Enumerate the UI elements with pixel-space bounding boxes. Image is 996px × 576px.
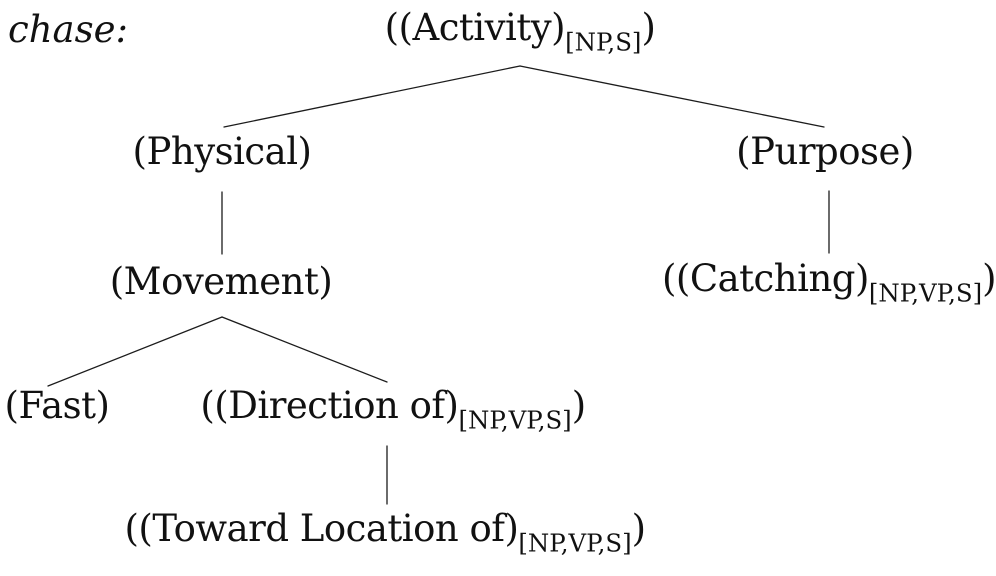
node-movement: (Movement) <box>109 260 333 310</box>
node-activity-subscript: [NP,S] <box>565 27 642 57</box>
edge-activity-purpose <box>519 65 825 128</box>
node-toward-close: ) <box>631 507 646 550</box>
node-catching: ((Catching)[NP,VP,S]) <box>661 257 996 308</box>
node-purpose: (Purpose) <box>736 130 914 180</box>
node-fast: (Fast) <box>4 384 110 434</box>
node-direction-subscript: [NP,VP,S] <box>458 405 572 435</box>
lexeme-label: chase: <box>8 8 128 51</box>
node-direction-close: ) <box>571 384 586 427</box>
node-purpose-label: (Purpose) <box>736 130 914 173</box>
node-toward: ((Toward Location of)[NP,VP,S]) <box>124 507 646 558</box>
edge-activity-physical <box>223 65 521 128</box>
node-physical: (Physical) <box>132 130 312 180</box>
node-catching-label: ((Catching) <box>661 257 869 300</box>
node-activity-close: ) <box>641 6 656 49</box>
node-activity-label: ((Activity) <box>384 6 566 49</box>
node-toward-subscript: [NP,VP,S] <box>518 528 632 558</box>
node-fast-label: (Fast) <box>4 384 110 427</box>
node-toward-label: ((Toward Location of) <box>124 507 519 550</box>
node-catching-subscript: [NP,VP,S] <box>868 278 983 308</box>
node-catching-close: ) <box>982 257 996 300</box>
node-movement-label: (Movement) <box>109 260 333 303</box>
node-physical-label: (Physical) <box>132 130 312 173</box>
node-direction: ((Direction of)[NP,VP,S]) <box>200 384 586 435</box>
node-activity: ((Activity)[NP,S]) <box>384 6 656 57</box>
edge-movement-direction <box>221 316 388 383</box>
edge-movement-fast <box>47 316 223 387</box>
node-direction-label: ((Direction of) <box>200 384 459 427</box>
